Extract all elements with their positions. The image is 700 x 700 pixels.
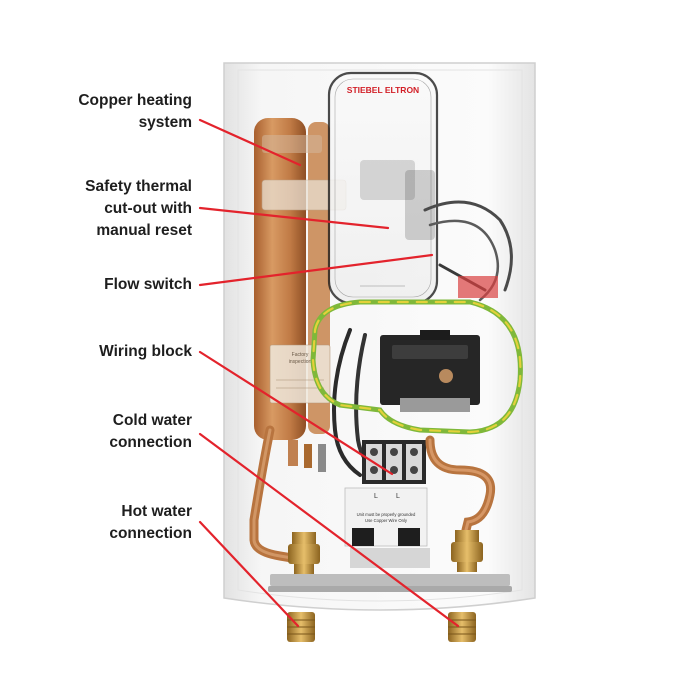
wiring-block: L L Unit must be properly grounded Use C… (344, 440, 430, 568)
copper-heating-system-label: Copper heating system (78, 90, 192, 134)
label-line: Safety thermal (85, 178, 192, 195)
front-control-panel: STIEBEL ELTRON (327, 71, 439, 305)
label-line: connection (109, 434, 192, 451)
internal-wiring (332, 200, 513, 477)
label-line: manual reset (96, 222, 192, 239)
flow-switch-label: Flow switch (104, 274, 192, 296)
wiring-block-label: Wiring block (99, 341, 192, 363)
label-line: Flow switch (104, 276, 192, 293)
hot-water-fitting (451, 530, 483, 572)
bottom-mounting-rail (270, 574, 510, 586)
leader-lines (198, 118, 460, 628)
terminal-mark-1: L (374, 493, 378, 500)
label-line: Hot water (121, 503, 192, 520)
label-line: system (138, 114, 192, 131)
leader-wiring-block (198, 350, 394, 476)
ground-wire (310, 299, 523, 435)
leader-safety-thermal (198, 206, 390, 230)
terminal-mark-2: L (396, 493, 400, 500)
leader-hot-water (198, 520, 300, 628)
factory-inspection-sticker-line-2: inspection (289, 359, 312, 365)
leader-copper-heating (198, 118, 302, 167)
warning-text-line-2: Use Copper Wire Only (365, 518, 408, 523)
label-line: connection (109, 525, 192, 542)
label-line: Copper heating (78, 92, 192, 109)
label-line: Wiring block (99, 343, 192, 360)
hot-water-connection-label: Hot water connection (109, 501, 192, 545)
cold-water-connection-label: Cold water connection (109, 410, 192, 454)
factory-inspection-sticker-line-1: Factory (292, 352, 309, 358)
label-line: Cold water (112, 412, 192, 429)
leader-flow-switch (198, 253, 434, 287)
cold-water-fitting (288, 532, 320, 574)
warning-text-line-1: Unit must be properly grounded (357, 512, 416, 517)
flow-switch-housing (380, 330, 480, 412)
safety-thermal-cutout-label: Safety thermal cut-out with manual reset (85, 176, 192, 242)
leader-cold-water (198, 432, 460, 628)
label-line: cut-out with (104, 200, 192, 217)
brand-logo: STIEBEL ELTRON (347, 85, 419, 95)
cold-water-nipple (287, 612, 315, 642)
hot-outlet-pipe (425, 435, 496, 535)
hot-water-nipple (448, 612, 476, 642)
